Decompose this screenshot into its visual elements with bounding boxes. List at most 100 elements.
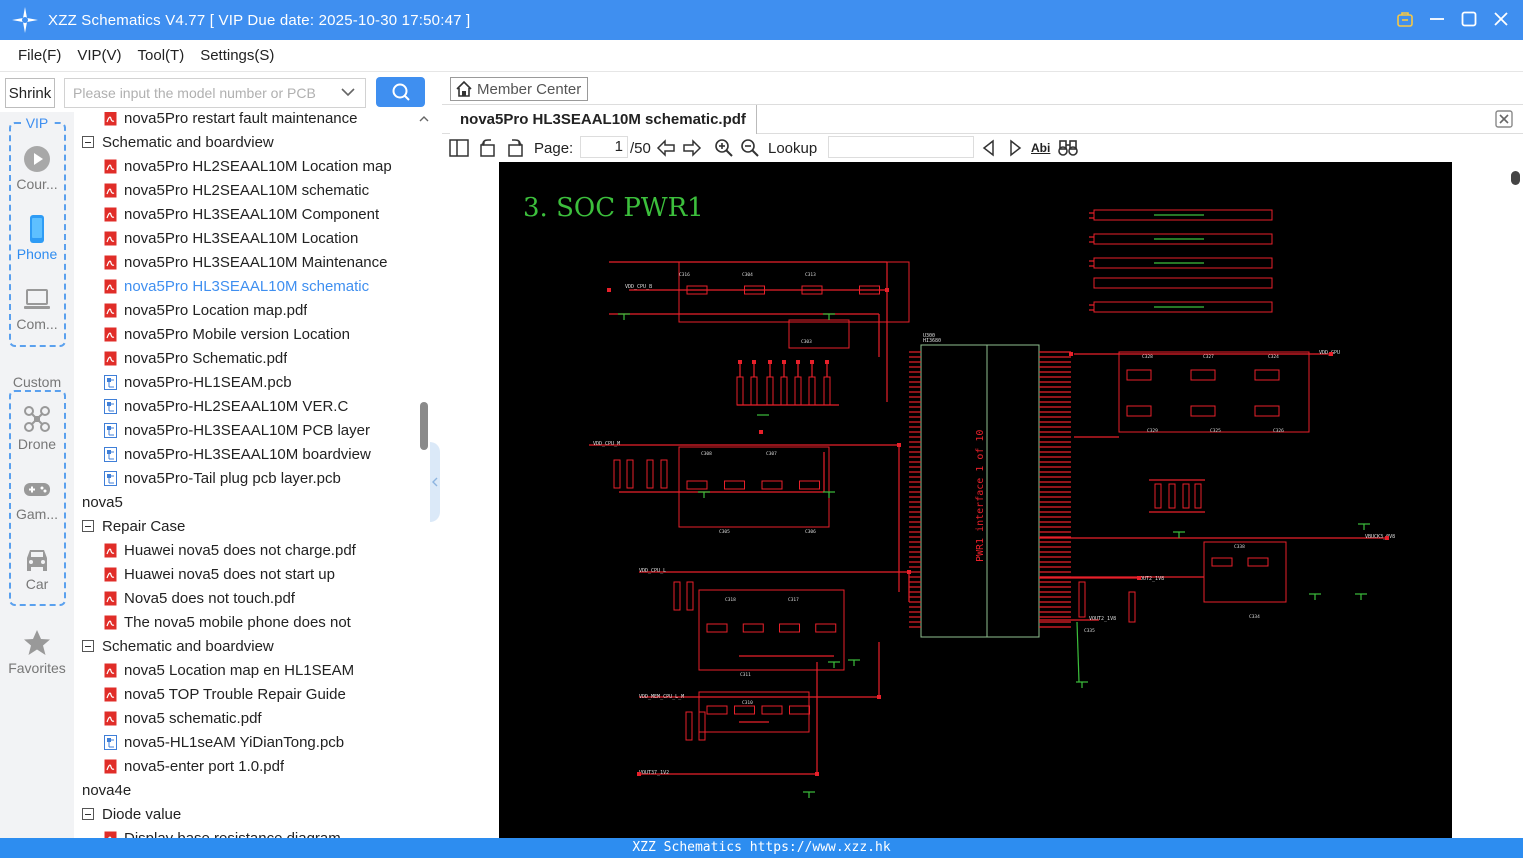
- page-number-input[interactable]: 1: [580, 136, 628, 158]
- viewer-scrollbar[interactable]: [1508, 162, 1523, 838]
- schematic-box: [986, 344, 1040, 638]
- tree-scroll-thumb[interactable]: [420, 402, 428, 450]
- scroll-thumb-icon[interactable]: [1510, 170, 1521, 186]
- schematic-node: [752, 360, 756, 364]
- tree-file[interactable]: nova5 schematic.pdf: [104, 706, 410, 730]
- tree-file[interactable]: nova5Pro Location map.pdf: [104, 298, 410, 322]
- maximize-button[interactable]: [1457, 6, 1481, 32]
- tree-file[interactable]: nova5Pro Schematic.pdf: [104, 346, 410, 370]
- tree-folder[interactable]: nova5: [74, 490, 410, 514]
- binoculars-icon[interactable]: [1058, 138, 1078, 158]
- schematic-box: [678, 261, 910, 323]
- menu-tool[interactable]: Tool(T): [137, 47, 185, 64]
- collapse-toggle-icon[interactable]: [82, 808, 94, 820]
- schematic-box: [686, 480, 708, 490]
- sidebar-toggle-icon[interactable]: [449, 138, 469, 158]
- gamepad-icon: [24, 483, 50, 496]
- tree-file[interactable]: nova5Pro HL3SEAAL10M Maintenance: [104, 250, 410, 274]
- schematic-box: [613, 459, 621, 489]
- previous-page-icon[interactable]: [656, 138, 676, 158]
- sidebar-item-label: Cour...: [16, 176, 58, 192]
- tree-file[interactable]: nova5Pro restart fault maintenance: [104, 112, 410, 130]
- collapse-toggle-icon[interactable]: [82, 520, 94, 532]
- vip-bag-icon[interactable]: [1393, 6, 1417, 32]
- sidebar-item-phone[interactable]: Phone: [0, 214, 74, 262]
- sidebar-item-car[interactable]: Car: [0, 544, 74, 592]
- tree-file[interactable]: nova5Pro HL2SEAAL10M schematic: [104, 178, 410, 202]
- tree-file[interactable]: Nova5 does not touch.pdf: [104, 586, 410, 610]
- tree-file[interactable]: nova5 Location map en HL1SEAM: [104, 658, 410, 682]
- tree-file[interactable]: nova5Pro HL2SEAAL10M Location map: [104, 154, 410, 178]
- find-previous-icon[interactable]: [981, 138, 997, 158]
- schematic-box: [698, 589, 845, 671]
- search-input[interactable]: [64, 78, 366, 108]
- document-tab[interactable]: nova5Pro HL3SEAAL10M schematic.pdf: [450, 105, 757, 134]
- sidebar-item-label: Favorites: [8, 660, 66, 676]
- menu-vip[interactable]: VIP(V): [77, 47, 122, 64]
- tree-file[interactable]: Display base resistance diagram: [104, 826, 410, 838]
- schematic-box: [724, 480, 745, 490]
- tree-file[interactable]: nova5Pro HL3SEAAL10M schematic: [104, 274, 410, 298]
- tree-file[interactable]: nova5-enter port 1.0.pdf: [104, 754, 410, 778]
- next-page-icon[interactable]: [682, 138, 702, 158]
- tree-file[interactable]: Huawei nova5 does not charge.pdf: [104, 538, 410, 562]
- schematic-box: [750, 376, 758, 406]
- sidebar-item-games[interactable]: Gam...: [0, 474, 74, 522]
- sidebar-item-drone[interactable]: Drone: [0, 404, 74, 452]
- tree-file[interactable]: nova5Pro-HL3SEAAL10M boardview: [104, 442, 410, 466]
- schematic-label: C306: [805, 529, 816, 535]
- pdf-file-icon: [104, 303, 117, 317]
- schematic-box: [1182, 483, 1190, 509]
- zoom-out-icon[interactable]: [740, 138, 760, 158]
- laptop-icon: [24, 289, 50, 309]
- collapse-toggle-icon[interactable]: [82, 640, 94, 652]
- tree-folder[interactable]: Repair Case: [82, 514, 410, 538]
- collapse-handle[interactable]: [430, 442, 440, 522]
- search-button[interactable]: [376, 77, 425, 107]
- scroll-up-icon[interactable]: [419, 114, 429, 124]
- sidebar-item-computer[interactable]: Com...: [0, 284, 74, 332]
- shrink-button[interactable]: Shrink: [5, 78, 55, 108]
- menu-settings[interactable]: Settings(S): [200, 47, 275, 64]
- tree-folder[interactable]: nova4e: [74, 778, 410, 802]
- tree-file[interactable]: nova5 TOP Trouble Repair Guide: [104, 682, 410, 706]
- tree-file[interactable]: nova5Pro HL3SEAAL10M Location: [104, 226, 410, 250]
- find-next-icon[interactable]: [1007, 138, 1023, 158]
- schematic-label: C307: [766, 451, 777, 457]
- schematic-label: C304: [742, 272, 753, 278]
- close-tab-icon[interactable]: [1495, 110, 1513, 128]
- sidebar-item-favorites[interactable]: Favorites: [0, 628, 74, 676]
- collapse-toggle-icon[interactable]: [82, 136, 94, 148]
- member-center-button[interactable]: Member Center: [450, 77, 588, 101]
- rotate-right-icon[interactable]: [505, 138, 525, 158]
- minimize-button[interactable]: [1425, 6, 1449, 32]
- close-button[interactable]: [1489, 6, 1513, 32]
- zoom-in-icon[interactable]: [714, 138, 734, 158]
- tree-file[interactable]: nova5-HL1seAM YiDianTong.pcb: [104, 730, 410, 754]
- tree-scrollbar[interactable]: [418, 112, 430, 838]
- menu-file[interactable]: File(F): [18, 47, 62, 64]
- sidebar-item-courses[interactable]: Cour...: [0, 144, 74, 192]
- tree-file[interactable]: nova5Pro-HL1SEAM.pcb: [104, 370, 410, 394]
- chevron-down-icon[interactable]: [340, 84, 356, 100]
- match-case-button[interactable]: Abi: [1031, 141, 1051, 155]
- tree-file[interactable]: Huawei nova5 does not start up: [104, 562, 410, 586]
- tree-folder[interactable]: Diode value: [82, 802, 410, 826]
- schematic-trace: [1076, 621, 1080, 683]
- schematic-box: [1194, 483, 1202, 509]
- tree-file[interactable]: nova5Pro Mobile version Location: [104, 322, 410, 346]
- tree-file[interactable]: nova5Pro-HL3SEAAL10M PCB layer: [104, 418, 410, 442]
- tree-file[interactable]: The nova5 mobile phone does not: [104, 610, 410, 634]
- schematic-node: [782, 360, 786, 364]
- tree-file[interactable]: nova5Pro-Tail plug pcb layer.pcb: [104, 466, 410, 490]
- tree-file[interactable]: nova5Pro HL3SEAAL10M Component: [104, 202, 410, 226]
- schematic-box: [742, 623, 764, 633]
- lookup-input[interactable]: [828, 136, 974, 158]
- rotate-left-icon[interactable]: [478, 138, 498, 158]
- tree-file[interactable]: nova5Pro-HL2SEAAL10M VER.C: [104, 394, 410, 418]
- panel-splitter[interactable]: [430, 72, 442, 838]
- tree-folder[interactable]: Schematic and boardview: [82, 130, 410, 154]
- tree-folder[interactable]: Schematic and boardview: [82, 634, 410, 658]
